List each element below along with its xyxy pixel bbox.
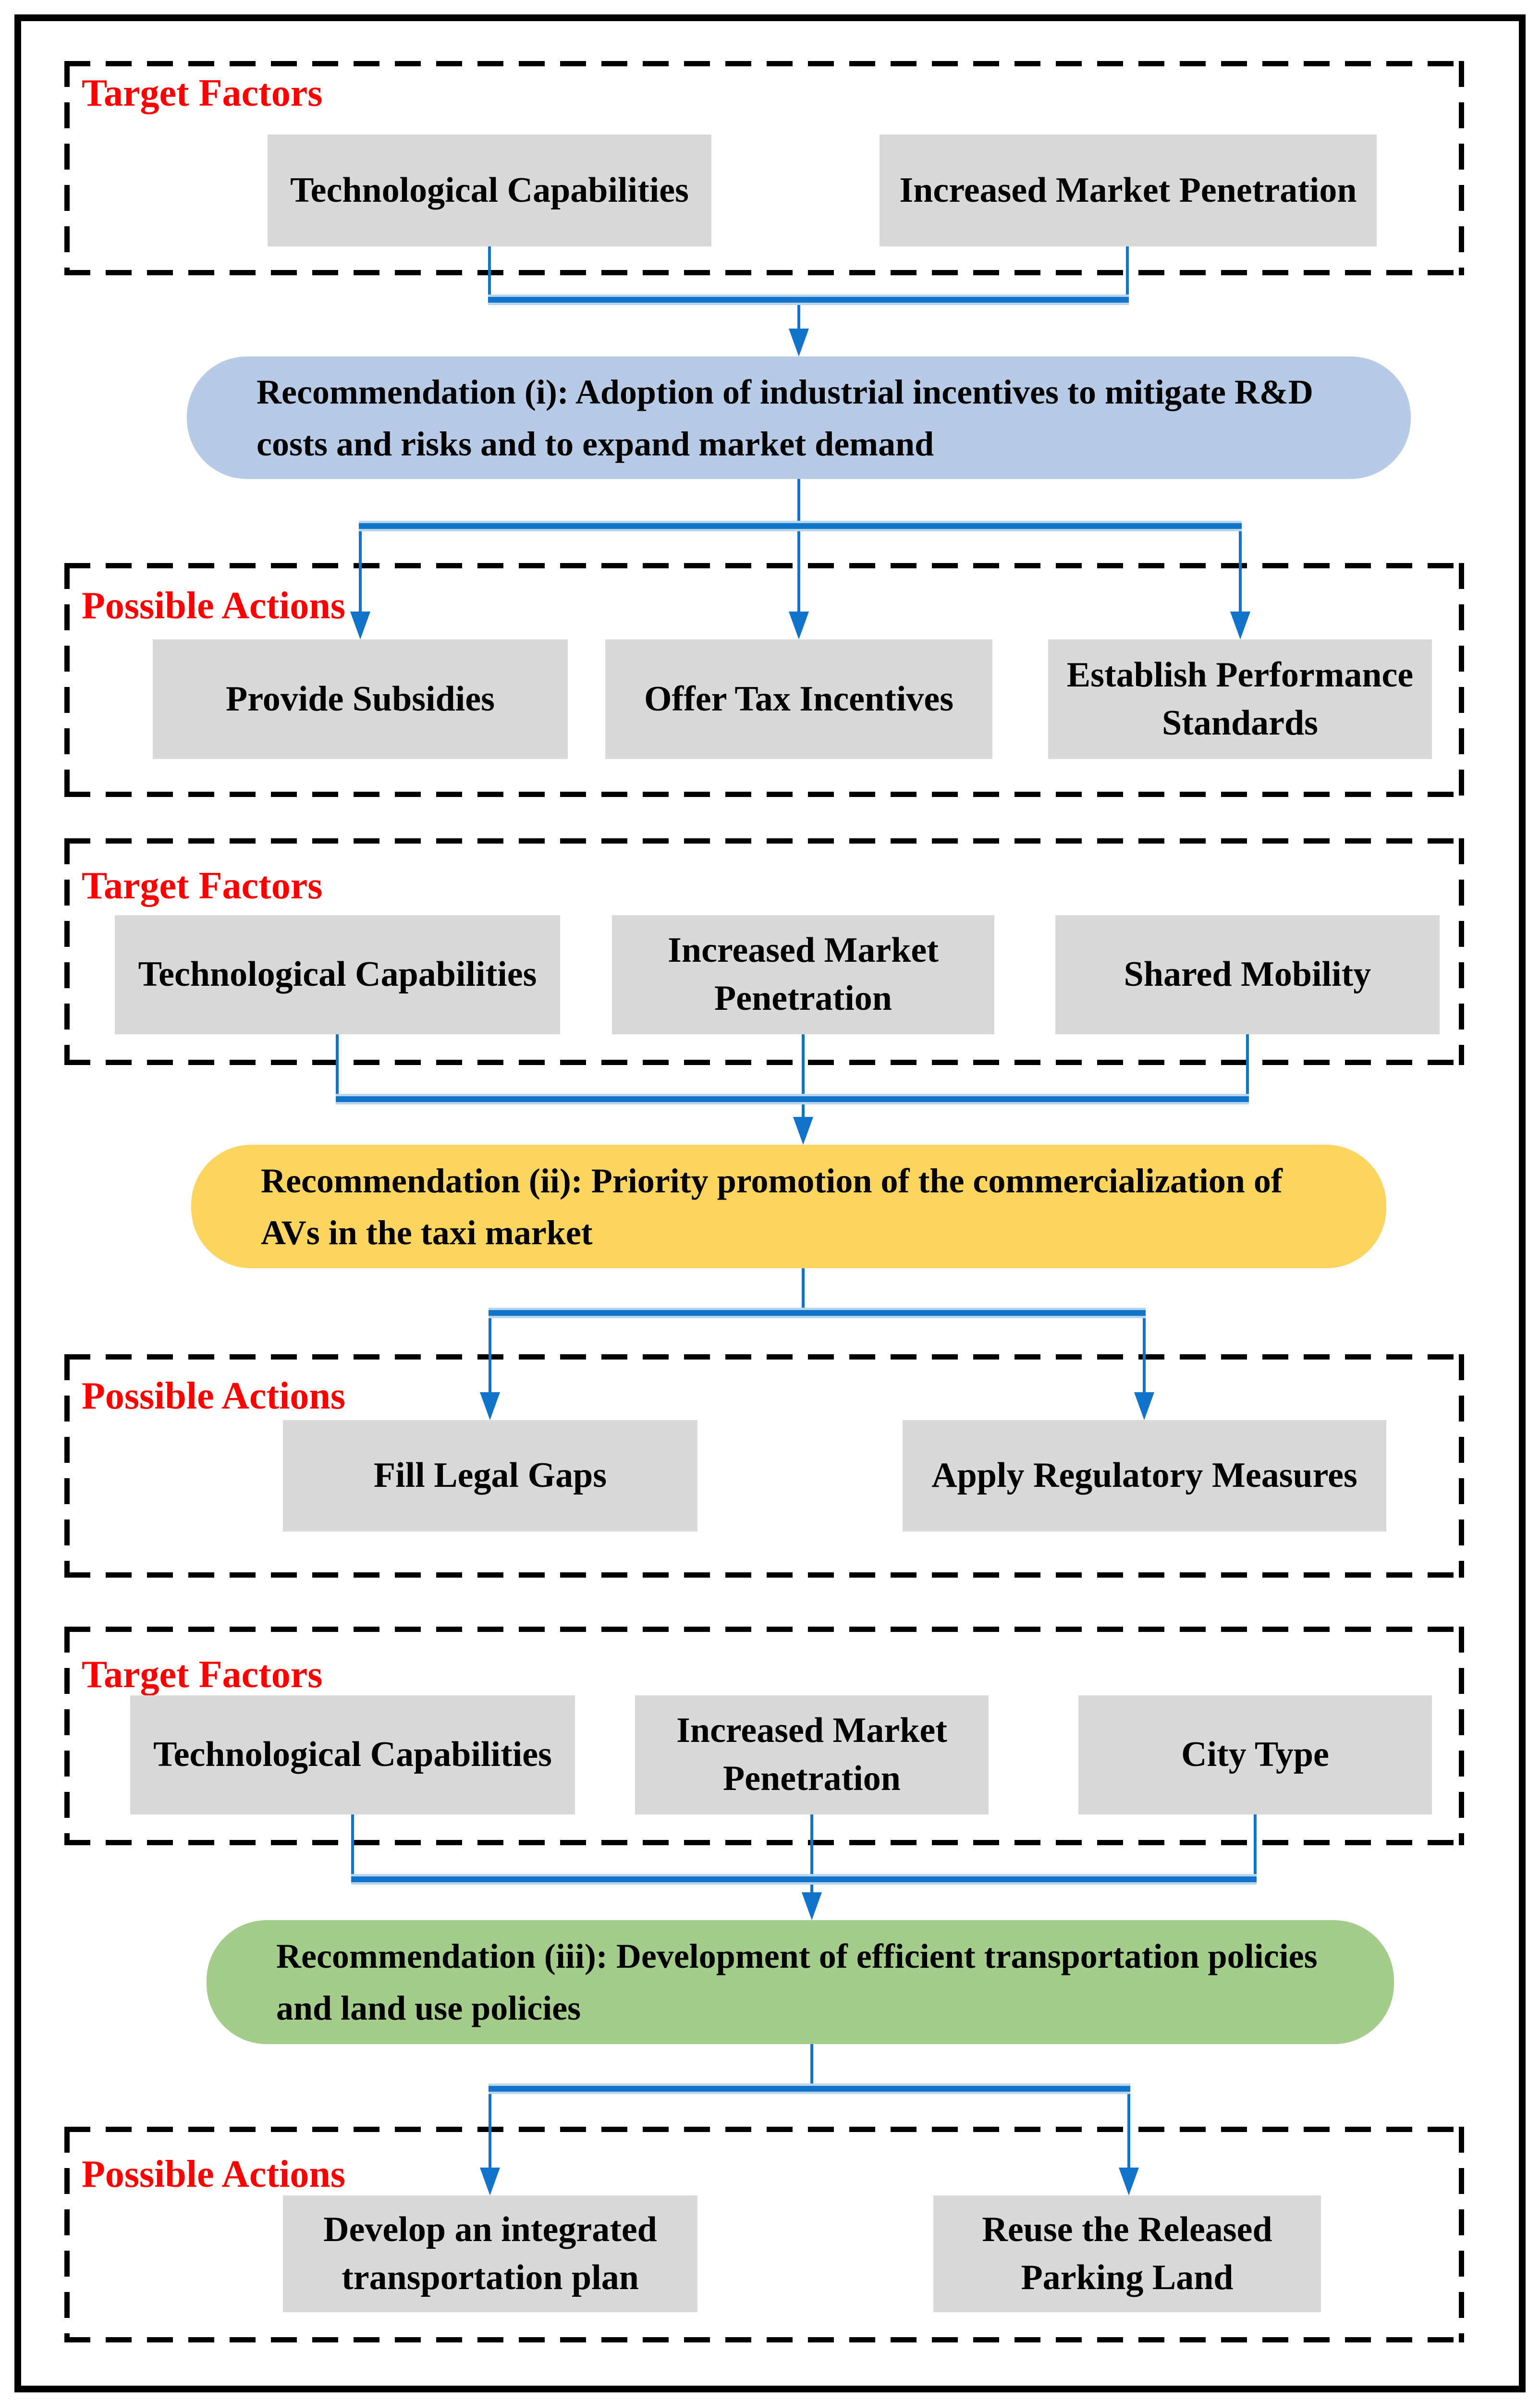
dashed-border-edge [64, 2127, 1464, 2132]
dashed-border-edge [1459, 563, 1464, 797]
connector-line [802, 1268, 805, 1313]
recommendation-box-1: Recommendation (i): Adoption of industri… [187, 356, 1411, 479]
arrowhead-icon [1119, 2168, 1139, 2195]
connector-bar [336, 1096, 1249, 1102]
possible-actions-section-2: Possible Actions Fill Legal Gaps Apply R… [64, 1354, 1464, 1578]
connector-line [488, 246, 491, 300]
target-factors-section-1: Target Factors Technological Capabilitie… [64, 61, 1464, 275]
arrowhead-icon [789, 612, 809, 639]
connector-line [810, 2044, 813, 2089]
factor-box: Increased Market Penetration [612, 915, 994, 1034]
connector-line [351, 1814, 354, 1879]
arrowhead-icon [802, 1892, 822, 1920]
dashed-border-edge [64, 1060, 1464, 1065]
dashed-border-edge [64, 1840, 1464, 1845]
action-box: Fill Legal Gaps [283, 1420, 697, 1532]
dashed-border-edge [1459, 1354, 1464, 1578]
recommendation-text-line: AVs in the taxi market [261, 1213, 593, 1252]
dashed-border-edge [64, 563, 1464, 568]
connector-line [797, 479, 800, 612]
action-box: Reuse the Released Parking Land [933, 2195, 1321, 2312]
connector-line [1246, 1034, 1249, 1099]
arrowhead-icon [789, 329, 809, 356]
connector-line [336, 1034, 339, 1099]
section-label: Target Factors [82, 865, 323, 907]
section-label: Target Factors [82, 1654, 323, 1696]
connector-line [1126, 246, 1129, 300]
arrowhead-icon [793, 1117, 813, 1145]
dashed-border-edge [64, 1627, 1464, 1632]
arrowhead-icon [1230, 612, 1250, 639]
dashed-border-edge [64, 61, 70, 275]
factor-box: Shared Mobility [1055, 915, 1440, 1034]
factor-box: City Type [1078, 1695, 1432, 1814]
factor-box: Technological Capabilities [268, 135, 711, 246]
section-label: Possible Actions [82, 585, 345, 627]
connector-line [1239, 526, 1242, 612]
recommendation-text-line: Recommendation (i): Adoption of industri… [257, 372, 1313, 411]
connector-line [1127, 2089, 1130, 2168]
connector-line [489, 1313, 491, 1392]
dashed-border-edge [64, 1354, 1464, 1360]
connector-line [802, 1034, 805, 1117]
connector-line [1254, 1814, 1257, 1879]
factor-box: Technological Capabilities [115, 915, 560, 1034]
connector-bar [489, 1310, 1146, 1316]
dashed-border-edge [1459, 61, 1464, 275]
connector-line [359, 526, 362, 612]
action-box: Establish Performance Standards [1048, 639, 1432, 759]
connector-line [810, 1814, 813, 1892]
arrowhead-icon [350, 612, 370, 639]
arrowhead-icon [480, 2168, 500, 2195]
section-label: Possible Actions [82, 2153, 345, 2195]
possible-actions-section-1: Possible Actions Provide Subsidies Offer… [64, 563, 1464, 797]
recommendation-text-line: Recommendation (ii): Priority promotion … [261, 1161, 1283, 1200]
arrowhead-icon [480, 1392, 500, 1420]
dashed-border-edge [64, 2337, 1464, 2342]
recommendation-text-line: Recommendation (iii): Development of eff… [276, 1937, 1318, 1975]
possible-actions-section-3: Possible Actions Develop an integrated t… [64, 2127, 1464, 2342]
factor-box: Increased Market Penetration [880, 135, 1377, 246]
dashed-border-edge [64, 1354, 70, 1578]
dashed-border-edge [64, 270, 1464, 275]
factor-box: Increased Market Penetration [635, 1695, 989, 1814]
dashed-border-edge [1459, 2127, 1464, 2342]
action-box: Apply Regulatory Measures [903, 1420, 1386, 1532]
target-factors-section-2: Target Factors Technological Capabilitie… [64, 838, 1464, 1065]
dashed-border-edge [64, 2127, 70, 2342]
connector-bar [488, 297, 1129, 303]
dashed-border-edge [64, 61, 1464, 66]
dashed-border-edge [64, 838, 1464, 844]
recommendation-box-2: Recommendation (ii): Priority promotion … [191, 1145, 1386, 1268]
recommendation-text-line: costs and risks and to expand market dem… [257, 424, 934, 463]
section-label: Target Factors [82, 72, 323, 114]
dashed-border-edge [1459, 838, 1464, 1065]
recommendation-text-line: and land use policies [276, 1989, 581, 2027]
connector-line [797, 300, 800, 329]
target-factors-section-3: Target Factors Technological Capabilitie… [64, 1627, 1464, 1845]
dashed-border-edge [64, 838, 70, 1065]
arrowhead-icon [1134, 1392, 1154, 1420]
dashed-border-edge [64, 792, 1464, 797]
action-box: Offer Tax Incentives [605, 639, 992, 759]
connector-bar [359, 523, 1242, 529]
recommendation-box-3: Recommendation (iii): Development of eff… [207, 1920, 1394, 2044]
connector-line [1143, 1313, 1146, 1392]
action-box: Develop an integrated transportation pla… [283, 2195, 697, 2312]
action-box: Provide Subsidies [153, 639, 568, 759]
dashed-border-edge [64, 1572, 1464, 1578]
section-label: Possible Actions [82, 1375, 345, 1417]
outer-border [14, 14, 1526, 2392]
dashed-border-edge [64, 1627, 70, 1845]
factor-box: Technological Capabilities [130, 1695, 575, 1814]
connector-line [489, 2089, 491, 2168]
dashed-border-edge [1459, 1627, 1464, 1845]
dashed-border-edge [64, 563, 70, 797]
connector-bar [351, 1876, 1257, 1882]
connector-bar [489, 2086, 1130, 2092]
